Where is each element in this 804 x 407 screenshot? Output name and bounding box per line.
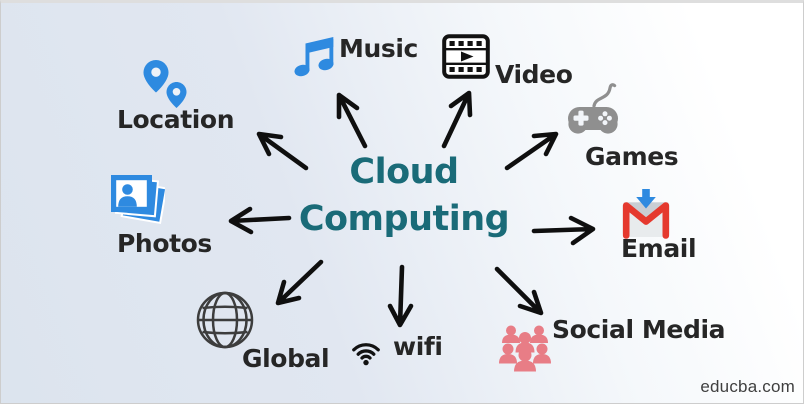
arrow-center-to-games [504,131,559,171]
node-label-music: Music [339,34,418,63]
gmail-envelope-icon [621,189,671,240]
arrows-layer [228,90,596,328]
map-pins-icon [143,58,189,110]
node-label-social-media: Social Media [552,315,726,344]
center-title-line2: Computing [298,199,510,239]
music-note-icon [293,36,337,78]
arrow-center-to-location [256,131,309,171]
gamepad-icon [565,80,621,142]
globe-icon [195,290,255,350]
arrow-center-to-email [531,215,596,246]
watermark: educba.com [700,377,795,396]
center-title-line1: Cloud [349,152,459,192]
arrow-center-to-photos [228,206,292,235]
film-strip-icon [442,34,490,79]
wifi-signal-icon [347,333,385,366]
arrow-center-to-wifi [387,264,414,328]
center-title: Cloud Computing [251,149,557,243]
node-label-email: Email [621,234,697,263]
arrow-center-to-video [441,90,473,149]
node-label-video: Video [495,60,573,89]
arrow-center-to-music [336,92,368,149]
node-label-wifi: wifi [393,332,443,361]
photo-stack-icon [109,173,168,227]
node-label-location: Location [117,105,235,134]
node-label-photos: Photos [117,229,212,258]
node-label-games: Games [585,142,679,171]
node-label-global: Global [242,344,330,373]
arrow-center-to-global [275,259,324,306]
people-group-icon [498,324,552,372]
arrow-center-to-social [494,266,544,316]
